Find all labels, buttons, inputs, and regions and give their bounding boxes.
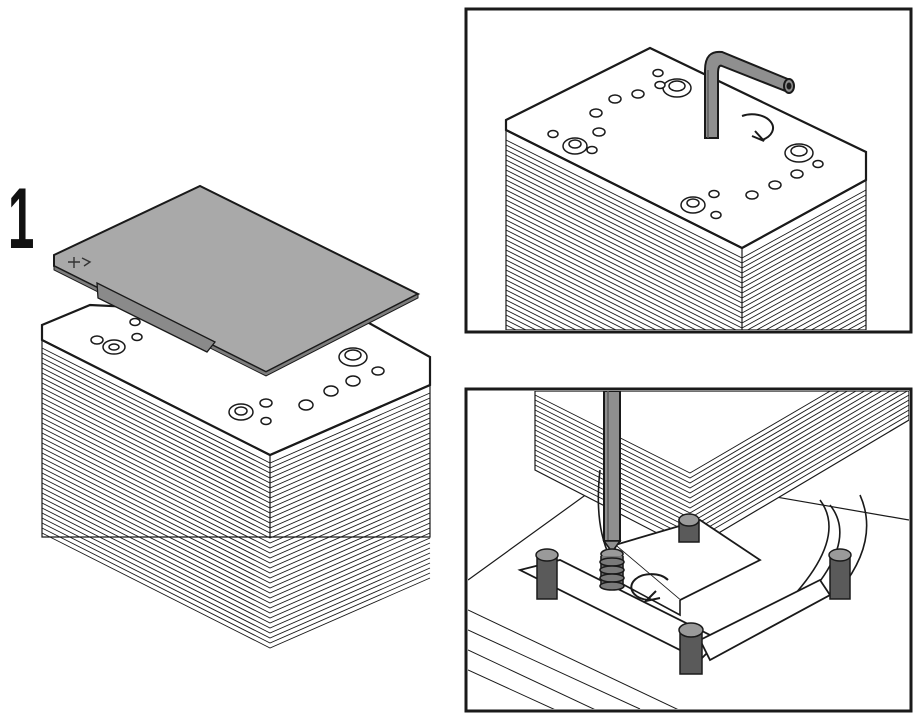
heatsink-fin [41, 472, 431, 589]
heatsink-fin [41, 462, 431, 579]
heatsink-fin [505, 229, 867, 330]
rotation-arrow-counterclockwise [630, 573, 669, 603]
heatsink-fin [41, 452, 431, 569]
heatsink-fin [534, 391, 866, 494]
heatsink-fin [41, 467, 431, 584]
heatsink-fin [505, 239, 867, 330]
panel-top-right [464, 7, 913, 334]
heatsink-fin [534, 391, 883, 504]
heatsink-fin [41, 477, 431, 594]
heatsink-fin [505, 289, 588, 330]
heatsink-fin [41, 527, 431, 644]
heatsink-fin [41, 517, 431, 634]
heatsink-fin [505, 259, 867, 330]
heatsink-fin [505, 284, 598, 330]
heatsink-fin [41, 512, 431, 629]
heatsink-fin [41, 497, 431, 614]
brand-logo-mark [68, 257, 92, 268]
heatsink-fin [505, 234, 867, 330]
heatsink-fin [505, 274, 867, 330]
heatsink-fin [41, 427, 431, 544]
heatsink-fin [534, 391, 857, 489]
heatsink-fin [41, 487, 431, 604]
hex-key-tool [704, 50, 795, 139]
spring-screw [599, 548, 625, 591]
heatsink-fin [41, 492, 431, 609]
heatsink-fin [41, 442, 431, 559]
heatsink-fin [41, 437, 431, 554]
heatsink-fin [505, 219, 867, 330]
heatsink-fin [505, 264, 867, 330]
main-heatsink [40, 184, 432, 649]
main-plate-holes [90, 317, 385, 426]
cover-plate [53, 184, 421, 377]
heatsink-fin [41, 457, 431, 574]
heatsink-fin [41, 502, 431, 619]
step-number: 1 [8, 171, 35, 267]
screwdriver-tool [599, 391, 625, 591]
heatsink-fin [41, 422, 431, 539]
heatsink-fin [505, 254, 867, 330]
rotation-arrow-clockwise [741, 113, 774, 142]
heatsink-fin [505, 279, 866, 330]
heatsink-fin [534, 391, 840, 479]
heatsink-fin [505, 214, 867, 330]
heatsink-fin [41, 532, 431, 649]
heatsink-fin [41, 507, 431, 624]
heatsink-fin [41, 447, 431, 564]
heatsink-fin [534, 391, 892, 509]
heatsink-fin [534, 391, 900, 514]
heatsink-fin [41, 522, 431, 639]
mounting-standoffs [535, 513, 852, 675]
panel-bottom-right [464, 387, 913, 713]
heatsink-fin [505, 249, 867, 330]
heatsink-fin [41, 482, 431, 599]
heatsink-fin [505, 269, 867, 330]
heatsink-fin [505, 224, 867, 330]
heatsink-fin [534, 391, 832, 474]
heatsink-fin [534, 391, 849, 484]
heatsink-fin [505, 244, 867, 330]
heatsink-fin [41, 432, 431, 549]
heatsink-fin [534, 391, 874, 499]
